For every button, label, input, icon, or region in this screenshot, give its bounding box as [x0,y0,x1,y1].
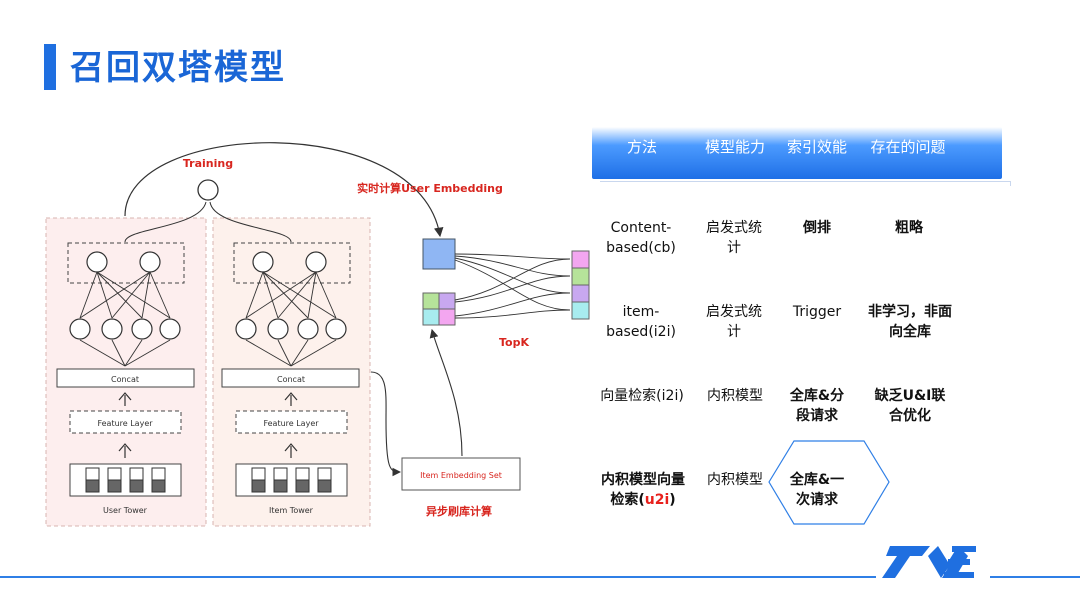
item-embedding-set-label: Item Embedding Set [420,471,502,480]
item-tower-label: Item Tower [269,506,314,515]
table-header-underline [600,181,1011,186]
footer-line-right [990,576,1080,578]
user-tower-label: User Tower [103,506,148,515]
user-embedding-block [422,238,456,270]
row2-index: Trigger [792,304,842,320]
row4-index: 全库&一次请求 [789,472,845,508]
header-method: 方法 [626,138,657,156]
realtime-label: 实时计算User Embedding [357,181,503,195]
async-label: 异步刷库计算 [426,504,492,518]
row1-capability: 启发式统计 [706,220,762,256]
table-header-bar [592,127,1002,179]
row4-capability: 内积模型 [707,472,763,488]
footer-line-left [0,576,876,578]
item-tower: Concat Feature Layer Item Tower [221,242,360,515]
topk-label: TopK [499,336,529,349]
training-arc [124,142,444,238]
row3-index: 全库&分段请求 [789,388,845,424]
header-capability: 模型能力 [704,138,765,156]
row2-method: item-based(i2i) [606,304,676,340]
row1-problem: 粗略 [895,220,923,236]
row4-method: 内积模型向量检索(u2i) [601,472,685,508]
row1-method: Content-based(cb) [606,220,676,256]
user-to-score [124,201,207,243]
page-title: 召回双塔模型 [70,48,286,88]
header-problems: 存在的问题 [870,138,946,156]
item-feature-label: Feature Layer [263,419,319,428]
item-concat-label: Concat [277,375,305,384]
item-embedding-set-box [401,457,521,491]
header-index-efficiency: 索引效能 [786,138,847,156]
row3-method: 向量检索(i2i) [600,388,684,404]
row3-problem: 缺乏U&I联合优化 [874,388,946,424]
tme-logo [882,546,976,578]
user-feature-label: Feature Layer [97,419,153,428]
highlight-hexagon [768,440,890,525]
topk-output [571,250,590,320]
training-label: Training [183,157,233,170]
row3-capability: 内积模型 [707,388,763,404]
row2-problem: 非学习，非面向全库 [868,304,952,340]
match-lines [454,253,571,319]
item-candidates [422,292,456,326]
async-arrow [370,371,402,477]
title-accent-bar [44,44,56,90]
item-set-to-candidates [429,328,463,457]
row2-capability: 启发式统计 [706,304,762,340]
row4-method-highlight: u2i [644,492,670,508]
score-node [197,179,219,201]
user-tower: Concat Feature Layer User Tower [56,242,195,515]
row1-index: 倒排 [803,220,831,236]
user-concat-label: Concat [111,375,139,384]
item-to-score [209,201,292,243]
